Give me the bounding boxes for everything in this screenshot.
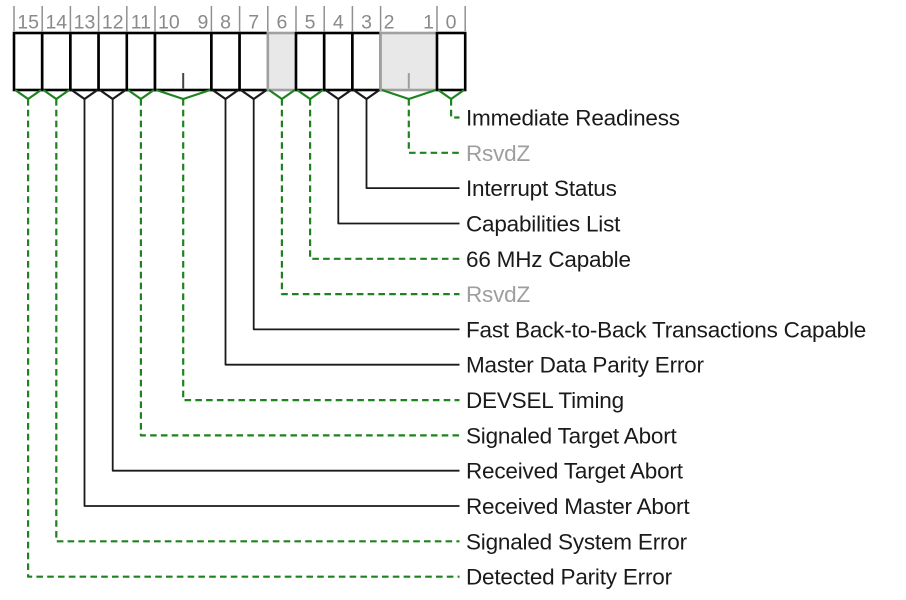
field-label-interrupt-status: Interrupt Status	[466, 176, 617, 201]
bitfield-cell-8	[210, 31, 241, 92]
field-line-received-target-abort	[111, 99, 460, 472]
field-brace-received-target-abort	[99, 89, 127, 101]
field-brace-signaled-target-abort	[127, 89, 155, 101]
field-line-master-data-parity-error	[224, 99, 460, 366]
field-brace-immediate-readiness	[437, 89, 465, 101]
bit-number-4: 4	[333, 12, 344, 34]
bit-number-9: 9	[198, 12, 209, 34]
bitfield-cell-0	[435, 31, 467, 92]
field-brace-master-data-parity-error	[211, 89, 240, 101]
field-brace-detected-parity-error	[14, 89, 42, 101]
field-label-capabilities-list: Capabilities List	[466, 212, 621, 237]
bit-number-7: 7	[248, 12, 259, 34]
field-line-received-master-abort	[83, 99, 460, 507]
bit-number-6: 6	[276, 12, 287, 34]
bitfield-cell-13	[69, 31, 100, 92]
bitfield-cell-11	[125, 31, 157, 92]
bit-number-0: 0	[446, 12, 457, 34]
field-label-fast-back-to-back-transactions-capable: Fast Back-to-Back Transactions Capable	[466, 317, 866, 342]
field-label-received-target-abort: Received Target Abort	[466, 459, 684, 484]
field-line-rsvdz-6	[280, 99, 460, 296]
field-brace-rsvdz-6	[268, 89, 296, 101]
bitfield-cell-6	[266, 31, 298, 92]
bitfield-cell-3	[351, 31, 382, 92]
bit-number-15: 15	[17, 12, 39, 34]
bit-number-10: 10	[158, 12, 180, 34]
field-label-66-mhz-capable: 66 MHz Capable	[466, 247, 631, 272]
field-line-immediate-readiness	[450, 99, 460, 119]
field-label-master-data-parity-error: Master Data Parity Error	[466, 353, 704, 378]
field-label-signaled-target-abort: Signaled Target Abort	[466, 423, 677, 448]
field-line-66-mhz-capable	[309, 99, 460, 260]
bitfield-cell-14	[40, 31, 72, 92]
bitfield-cell-7	[238, 31, 270, 92]
field-brace-66-mhz-capable	[296, 89, 324, 101]
field-brace-received-master-abort	[70, 89, 99, 101]
field-brace-signaled-system-error	[42, 89, 70, 101]
field-label-rsvdz-1: RsvdZ	[466, 141, 530, 166]
field-label-received-master-abort: Received Master Abort	[466, 494, 690, 519]
field-line-signaled-system-error	[55, 99, 460, 543]
bit-number-11: 11	[131, 12, 151, 34]
field-brace-capabilities-list	[324, 89, 352, 101]
bit-number-3: 3	[361, 12, 372, 34]
field-line-devsel-timing	[182, 99, 460, 402]
field-brace-devsel-timing	[155, 88, 211, 101]
field-line-rsvdz-1	[407, 99, 460, 154]
bit-number-12: 12	[102, 12, 124, 34]
field-brace-fast-back-to-back-transactions-capable	[240, 89, 268, 101]
field-line-signaled-target-abort	[139, 99, 460, 437]
bitfield-cell-5	[294, 31, 326, 92]
bit-number-14: 14	[45, 12, 67, 34]
bitfield-cell-12	[97, 31, 129, 92]
bit-number-8: 8	[220, 12, 231, 34]
field-label-devsel-timing: DEVSEL Timing	[466, 388, 624, 413]
field-line-capabilities-list	[337, 99, 460, 225]
bit-number-5: 5	[305, 12, 316, 34]
field-brace-rsvdz-1	[381, 88, 437, 101]
field-label-immediate-readiness: Immediate Readiness	[466, 106, 680, 131]
bitfield-cell-4	[322, 31, 354, 92]
field-label-rsvdz-6: RsvdZ	[466, 282, 530, 307]
bit-number-2: 2	[384, 12, 395, 34]
field-label-signaled-system-error: Signaled System Error	[466, 529, 688, 554]
bit-number-1: 1	[423, 12, 434, 34]
field-brace-interrupt-status	[352, 89, 381, 101]
bitfield-cell-15	[12, 31, 44, 92]
field-line-detected-parity-error	[27, 99, 460, 578]
field-label-detected-parity-error: Detected Parity Error	[466, 565, 673, 590]
field-line-fast-back-to-back-transactions-capable	[252, 99, 460, 331]
bit-number-13: 13	[74, 12, 96, 34]
field-line-interrupt-status	[365, 99, 460, 189]
